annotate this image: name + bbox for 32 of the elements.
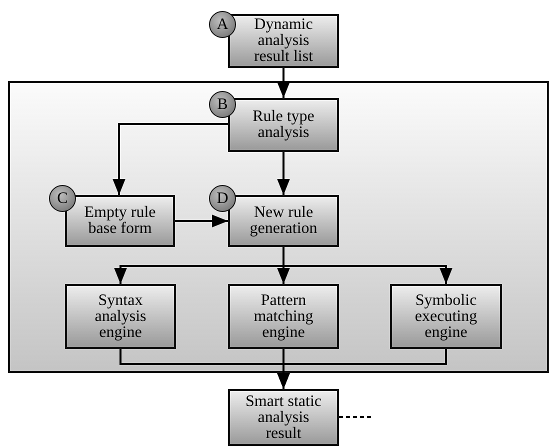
arrow: [282, 247, 452, 284]
process-box: [65, 195, 175, 247]
step-letter: C: [57, 190, 68, 206]
process-box: [65, 284, 176, 349]
step-letter-circle: [209, 185, 236, 212]
box-label: Symbolic executing engine: [414, 292, 478, 340]
step-letter: B: [217, 96, 228, 112]
step-letter-circle: [209, 11, 236, 38]
process-box: [228, 284, 339, 349]
process-box: [228, 389, 339, 446]
box-label: Syntax analysis engine: [94, 292, 148, 340]
arrow: [175, 214, 228, 228]
connector-line: [339, 416, 372, 418]
process-box: [228, 195, 339, 247]
process-box: [390, 284, 502, 349]
box-label: Rule type analysis: [252, 109, 316, 141]
step-letter: D: [216, 190, 228, 206]
arrow: [277, 349, 447, 389]
container-panel: [8, 81, 549, 373]
box-label: Pattern matching engine: [252, 292, 314, 340]
arrow: [277, 152, 290, 195]
step-letter: A: [216, 16, 228, 32]
arrow: [277, 68, 290, 98]
box-label: Dynamic analysis result list: [252, 17, 314, 65]
box-label: Empty rule base form: [83, 205, 157, 237]
box-label: Smart static analysis result: [244, 394, 322, 442]
step-letter-circle: [209, 91, 236, 118]
step-letter-circle: [49, 185, 76, 212]
box-label: New rule generation: [248, 205, 318, 237]
arrow: [112, 123, 228, 195]
process-box: [228, 14, 339, 68]
process-box: [228, 98, 339, 152]
